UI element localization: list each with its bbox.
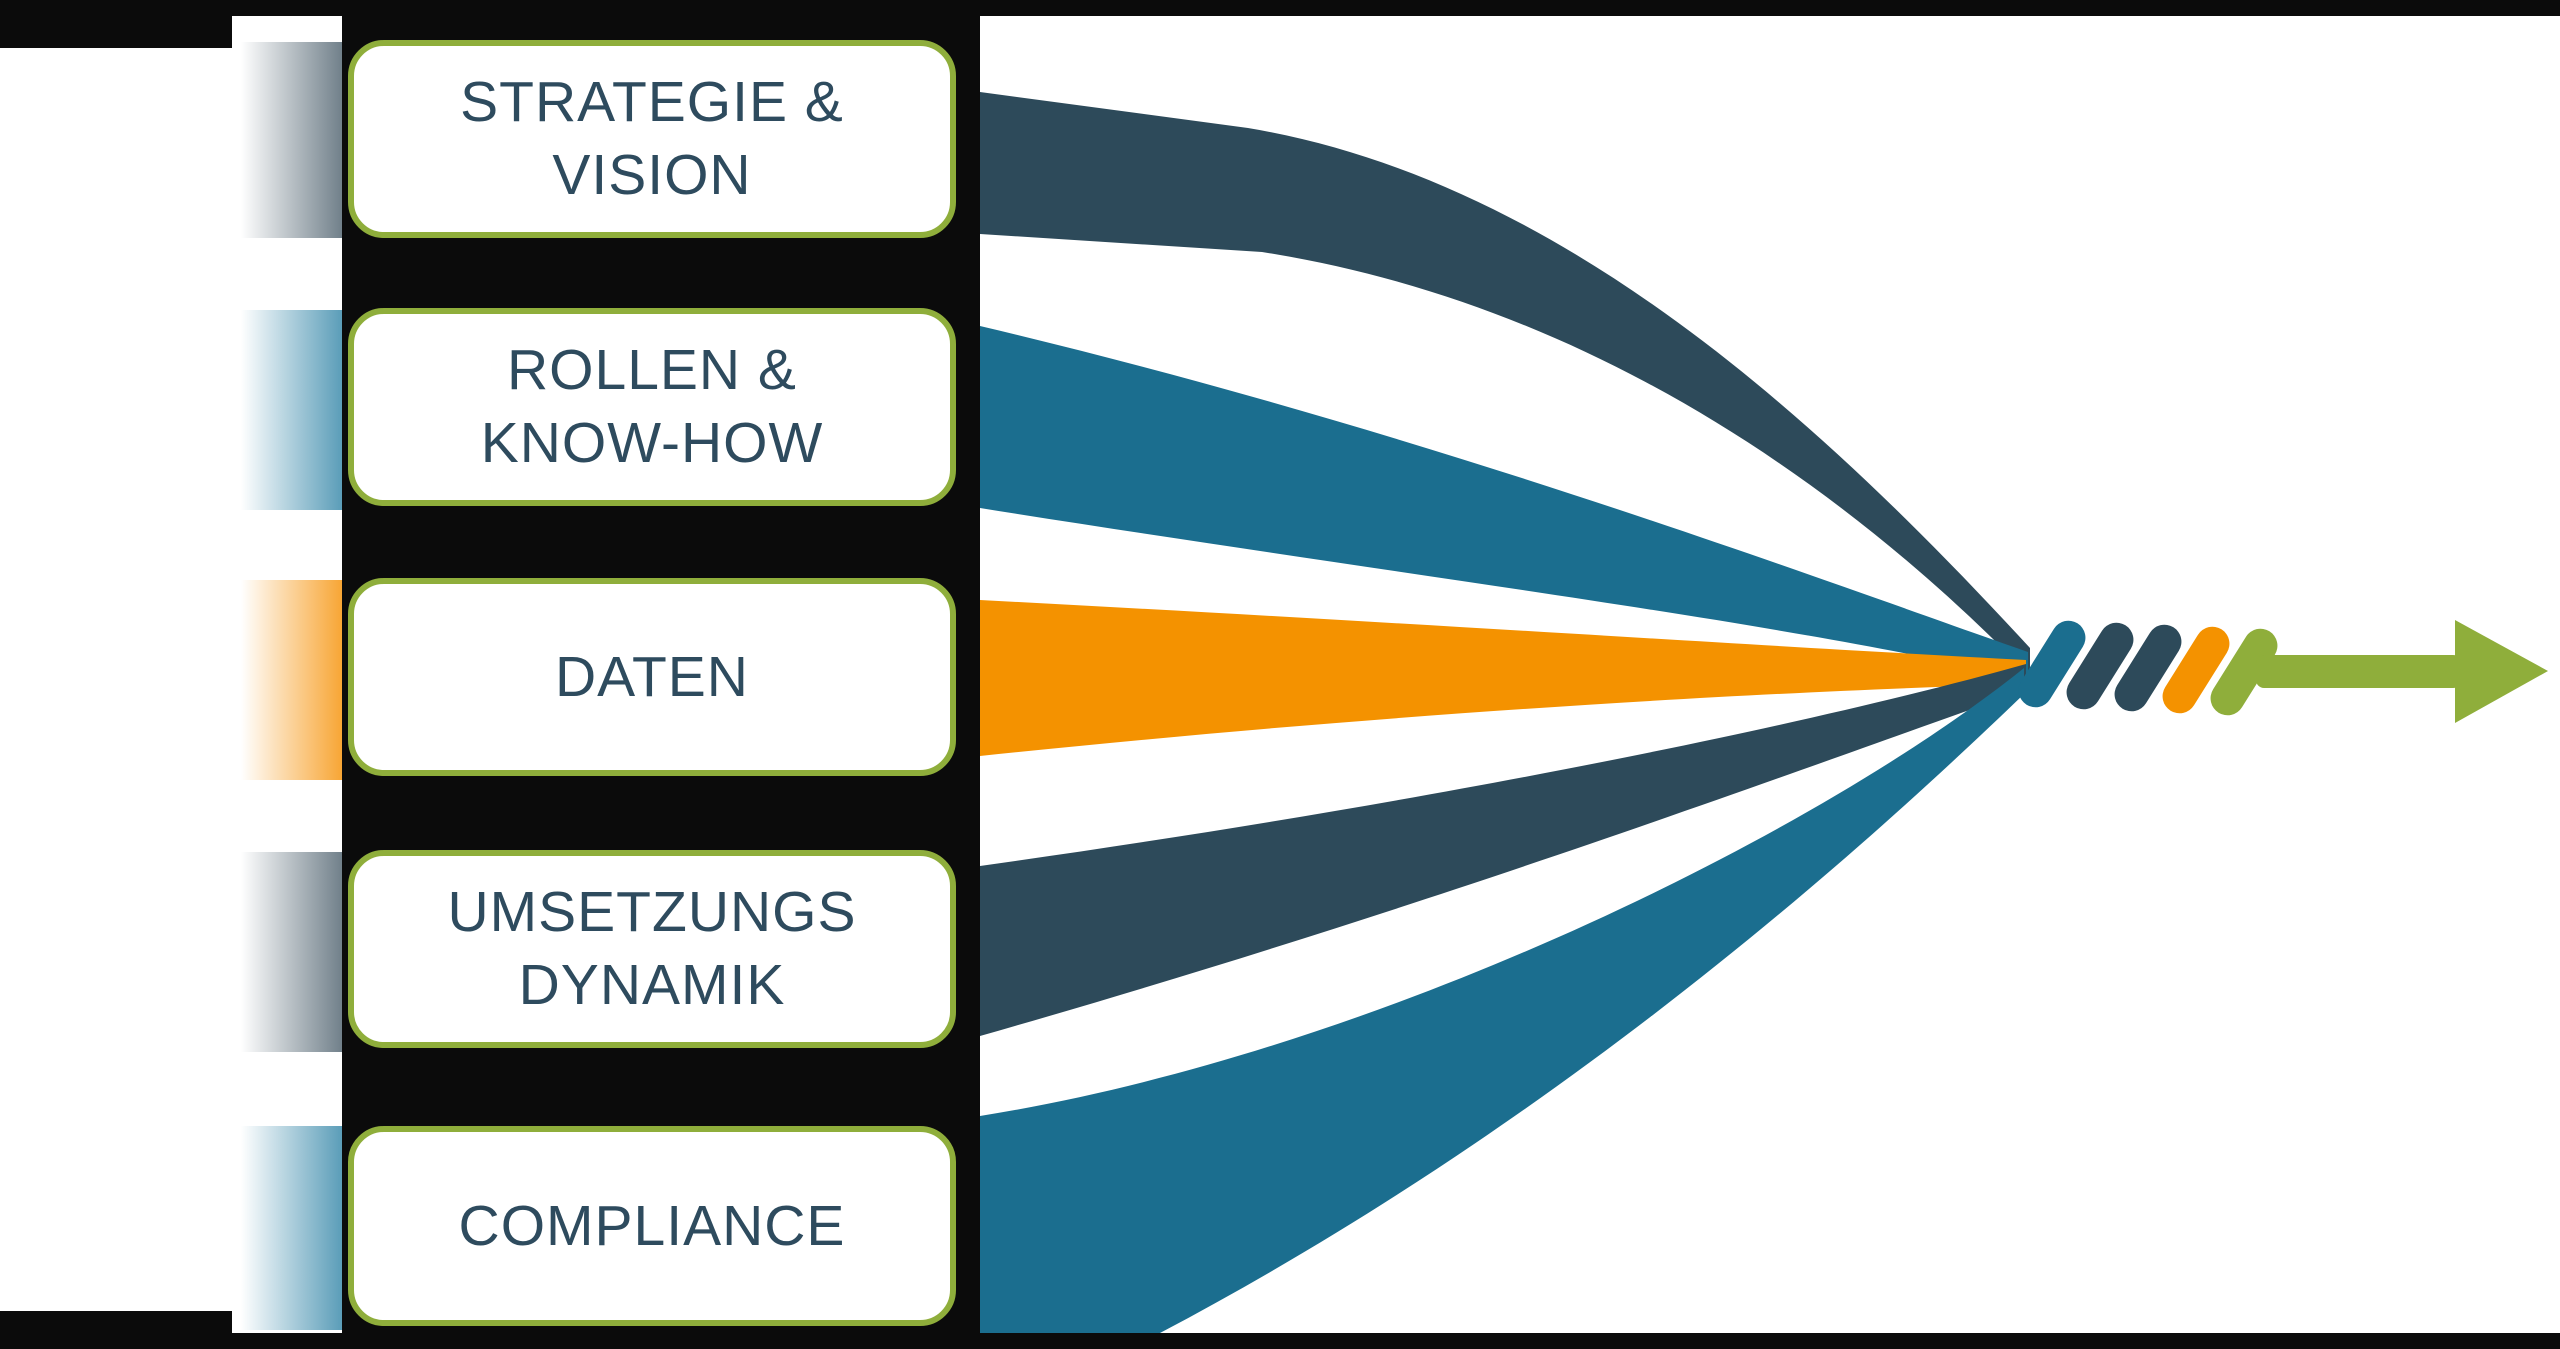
braid-segment-5 (2210, 628, 2278, 716)
braid-segment-3 (2114, 624, 2182, 712)
node-label-line: DYNAMIK (518, 953, 786, 1017)
braid-segment-2 (2066, 622, 2134, 710)
node-rollen-knowhow: ROLLEN & KNOW-HOW (348, 308, 956, 506)
ribbon-daten (980, 600, 2026, 756)
braid-segment-4 (2162, 626, 2230, 714)
node-label-line: KNOW-HOW (480, 411, 824, 475)
node-umsetzungsdynamik: UMSETZUNGS DYNAMIK (348, 850, 956, 1048)
top-border-bar (0, 0, 2560, 16)
node-label-line: VISION (552, 143, 752, 207)
node-compliance: COMPLIANCE (348, 1126, 956, 1326)
fade-strip-compliance (232, 1126, 342, 1330)
ribbon-rollen-knowhow (980, 326, 2028, 680)
node-label-line: STRATEGIE & (460, 70, 844, 135)
fade-strip-rollen (232, 310, 342, 510)
ribbon-strategie-vision (980, 92, 2030, 676)
node-label-line: UMSETZUNGS (447, 880, 857, 945)
ribbon-compliance (980, 668, 2024, 1333)
fade-strip-umsetzung (232, 852, 342, 1052)
bottom-border-bar (0, 1333, 2560, 1349)
node-label-line: ROLLEN & (507, 338, 797, 403)
top-left-corner-block (0, 0, 232, 48)
fade-strip-strategie (232, 42, 342, 238)
bottom-left-corner-block (0, 1311, 232, 1349)
result-arrow-shaft (2256, 655, 2461, 688)
fade-strip-daten (232, 580, 342, 780)
node-label-line: DATEN (555, 644, 749, 709)
result-arrow-head-icon (2455, 620, 2548, 723)
braid-segment-1 (2018, 620, 2086, 708)
node-label-line: COMPLIANCE (458, 1193, 846, 1258)
node-strategie-vision: STRATEGIE & VISION (348, 40, 956, 238)
ribbon-umsetzungsdynamik (980, 664, 2026, 1036)
node-daten: DATEN (348, 578, 956, 776)
